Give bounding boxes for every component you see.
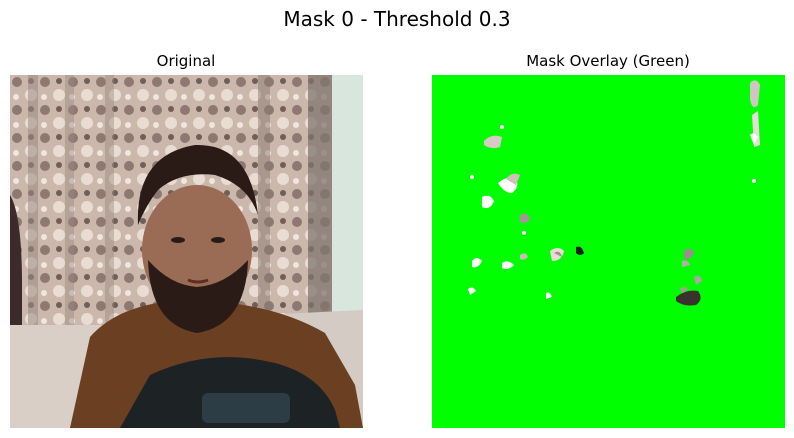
original-image xyxy=(10,75,363,428)
overlay-panel-title: Mask Overlay (Green) xyxy=(526,52,690,70)
mask-overlay-image xyxy=(432,75,785,428)
original-photo xyxy=(10,75,363,428)
original-panel-title: Original xyxy=(156,52,216,70)
figure-title: Mask 0 - Threshold 0.3 xyxy=(283,7,511,31)
mask-overlay xyxy=(432,75,785,428)
